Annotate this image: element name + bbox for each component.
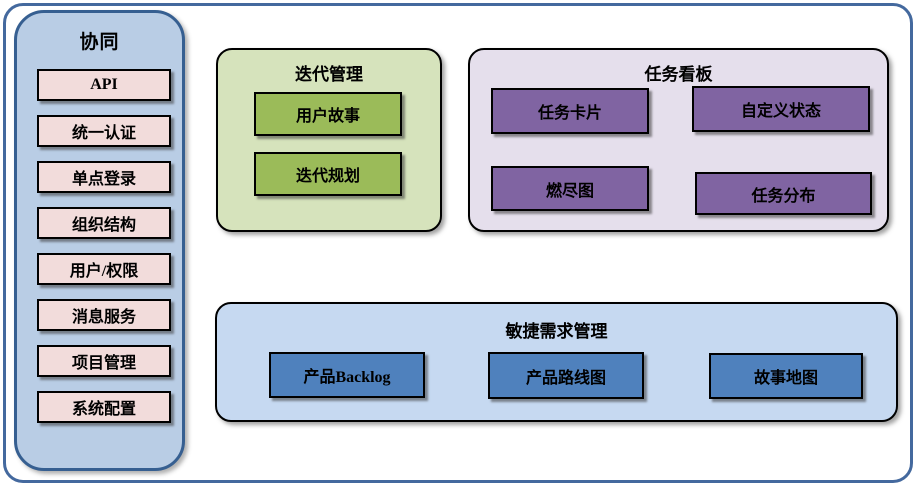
group-iteration-title: 迭代管理: [295, 65, 363, 84]
node-product-roadmap: 产品路线图: [488, 352, 644, 399]
node-task-distribution: 任务分布: [695, 172, 872, 215]
node-burndown-chart: 燃尽图: [491, 166, 649, 211]
group-iteration-management: 迭代管理 用户故事 迭代规划: [216, 48, 442, 232]
node-iteration-planning: 迭代规划: [254, 152, 402, 196]
sidebar-item-list: API 统一认证 单点登录 组织结构 用户/权限 消息服务 项目管理 系统配置: [37, 69, 171, 423]
group-agile-requirement-management: 敏捷需求管理 产品Backlog 产品路线图 故事地图: [215, 302, 898, 422]
sidebar-item-sso: 单点登录: [37, 161, 171, 193]
group-kanban-title: 任务看板: [644, 65, 713, 84]
sidebar-item-org-structure: 组织结构: [37, 207, 171, 239]
group-task-kanban: 任务看板 任务卡片 自定义状态 燃尽图 任务分布: [468, 48, 889, 232]
sidebar-item-project-management: 项目管理: [37, 345, 171, 377]
sidebar-title: 协同: [79, 32, 120, 53]
node-task-card: 任务卡片: [491, 88, 649, 134]
outer-frame: [3, 3, 913, 483]
node-custom-status: 自定义状态: [692, 86, 870, 132]
node-user-story: 用户故事: [254, 92, 402, 136]
group-agile-title: 敏捷需求管理: [505, 322, 608, 341]
sidebar-item-system-config: 系统配置: [37, 391, 171, 423]
sidebar-collaboration: 协同 API 统一认证 单点登录 组织结构 用户/权限 消息服务 项目管理 系统…: [14, 10, 185, 471]
node-product-backlog: 产品Backlog: [269, 352, 425, 398]
sidebar-item-unified-auth: 统一认证: [37, 115, 171, 147]
node-story-map: 故事地图: [709, 353, 863, 399]
sidebar-item-api: API: [37, 69, 171, 101]
sidebar-item-user-permission: 用户/权限: [37, 253, 171, 285]
sidebar-item-message-service: 消息服务: [37, 299, 171, 331]
